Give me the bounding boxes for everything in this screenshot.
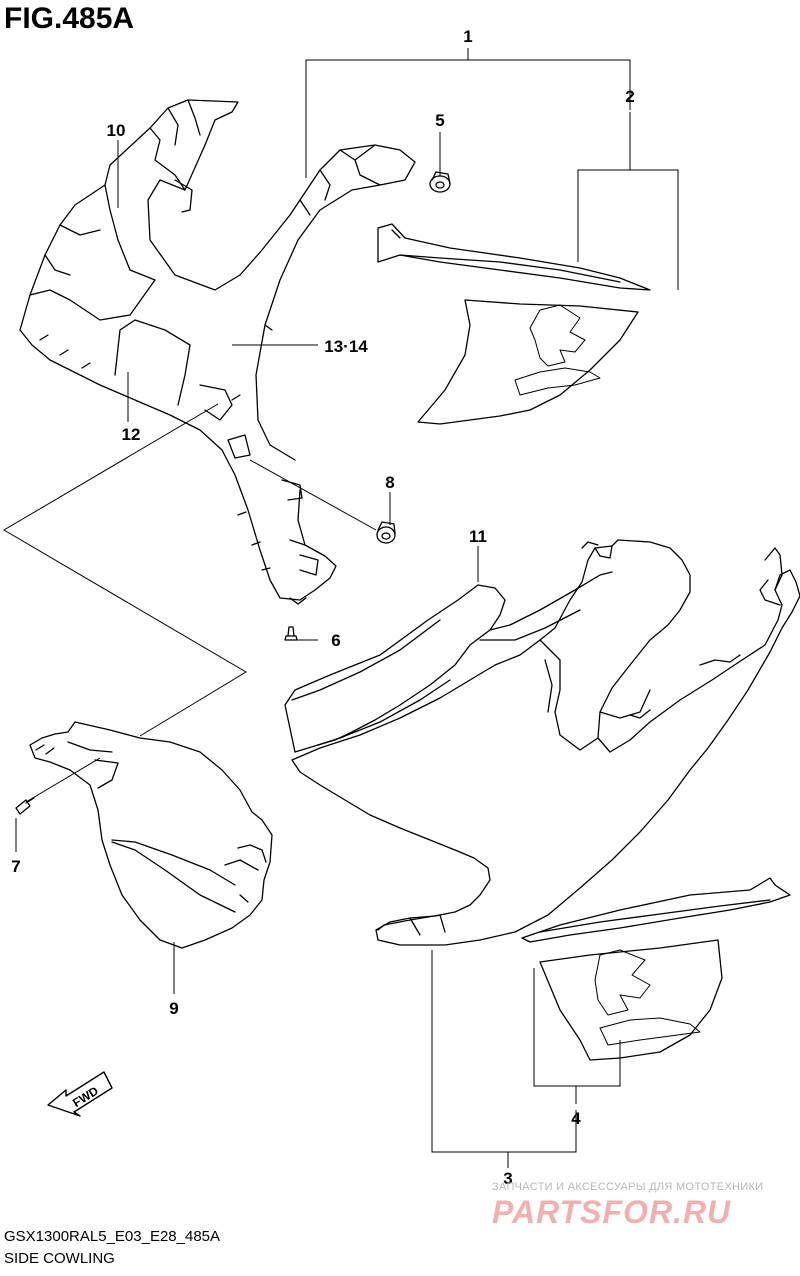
callout-4: 4	[571, 1109, 581, 1128]
figure-title: FIG.485A	[4, 2, 135, 35]
side-cowling-3	[291, 539, 800, 946]
emblem-decal-4	[521, 877, 791, 1061]
model-code: GSX1300RAL5_E03_E28_485A	[4, 1228, 221, 1245]
callout-2: 2	[625, 87, 634, 106]
inner-cowl-assembly	[19, 99, 416, 605]
fwd-arrow-icon	[47, 1071, 113, 1117]
callout-3: 3	[503, 1169, 512, 1188]
callout-13-14: 13·14	[324, 337, 368, 356]
watermark-tagline: ЗАПЧАСТИ И АКСЕССУАРЫ ДЛЯ МОТОТЕХНИКИ	[492, 1181, 764, 1193]
screw-6	[284, 626, 298, 641]
lower-inner-panel-9	[29, 721, 273, 949]
callout-labels: 1 2 3 4 5 6 7 8 9 10 11 12 13·14 FWD	[11, 27, 634, 1188]
grommet-8	[376, 521, 396, 544]
callout-12: 12	[122, 425, 141, 444]
screw-7	[15, 797, 35, 815]
callout-10: 10	[107, 121, 126, 140]
emblem-decal-2	[377, 223, 651, 425]
callout-1: 1	[463, 27, 472, 46]
callout-5: 5	[435, 111, 444, 130]
callout-6: 6	[331, 631, 340, 650]
trim-strip-11	[284, 571, 613, 753]
callout-9: 9	[169, 999, 178, 1018]
section-name: SIDE COWLING	[4, 1250, 115, 1267]
watermark-logo: PARTSFOR.RU	[492, 1194, 732, 1230]
callout-11: 11	[469, 527, 487, 546]
leader-lines	[3, 48, 679, 1168]
callout-7: 7	[11, 857, 20, 876]
callout-8: 8	[385, 473, 394, 492]
fwd-label: FWD	[70, 1083, 101, 1110]
